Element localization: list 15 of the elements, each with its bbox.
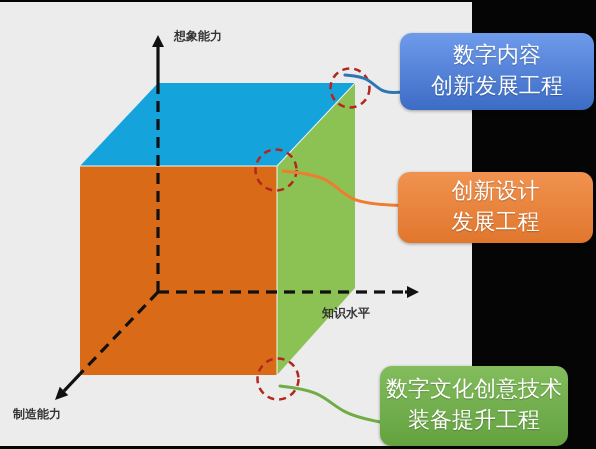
leader-line <box>278 384 382 424</box>
highlight-circle <box>256 357 300 401</box>
project-box <box>400 33 594 110</box>
axis-label: 制造能力 <box>13 407 61 422</box>
axis-label: 想象能力 <box>174 29 222 44</box>
project-box <box>398 172 593 243</box>
project-label: 数字文化创意技术装备提升工程 <box>386 376 562 435</box>
project-label: 数字内容创新发展工程 <box>431 42 563 100</box>
project-box <box>380 366 568 446</box>
project-label: 创新设计发展工程 <box>452 178 540 236</box>
highlight-circle <box>329 67 371 109</box>
highlight-circle <box>254 148 298 192</box>
axis-label: 知识水平 <box>322 306 370 320</box>
leader-line <box>282 170 400 207</box>
leader-line <box>344 74 402 94</box>
